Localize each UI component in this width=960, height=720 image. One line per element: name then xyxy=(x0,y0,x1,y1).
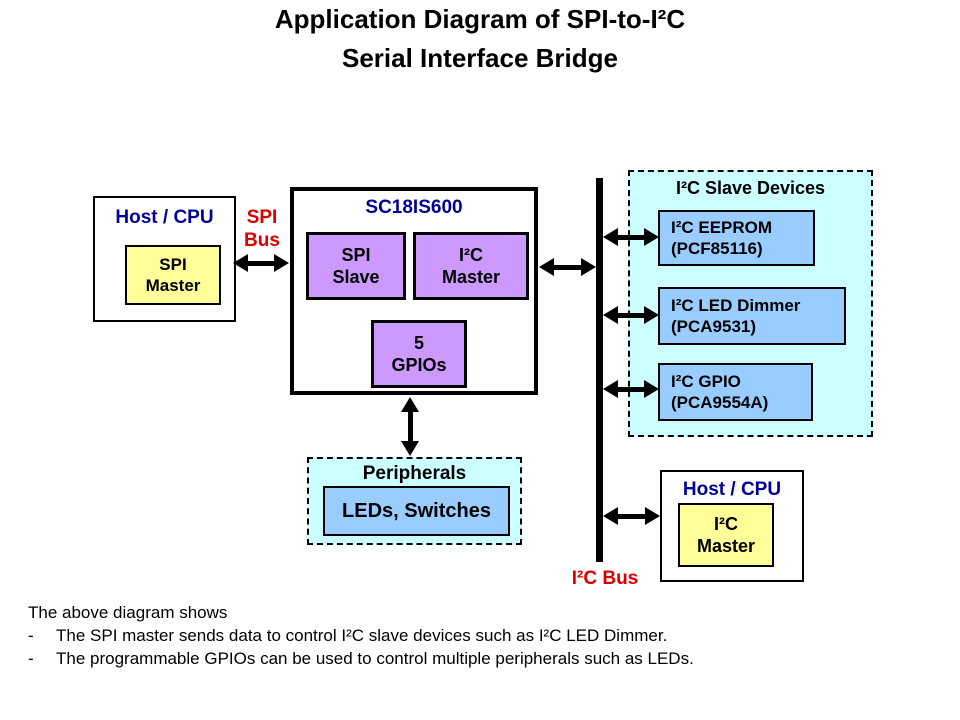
host-cpu-right-box: Host / CPU I²C Master xyxy=(660,470,804,582)
i2c-led-dimmer-box: I²C LED Dimmer (PCA9531) xyxy=(658,287,846,345)
i2cbus-to-leddimmer-arrow xyxy=(603,306,659,324)
i2c-eeprom-box: I²C EEPROM (PCF85116) xyxy=(658,210,815,266)
i2c-bus-label: I²C Bus xyxy=(571,568,639,589)
spi-bus-arrow xyxy=(233,254,289,272)
i2cbus-to-eeprom-arrow xyxy=(603,228,659,246)
diagram-title-line1: Application Diagram of SPI-to-I²C xyxy=(274,4,686,34)
i2c-gpio-box: I²C GPIO (PCA9554A) xyxy=(658,363,813,421)
host-cpu-right-title: Host / CPU xyxy=(682,479,782,500)
i2c-slave-devices-group: I²C Slave Devices I²C EEPROM (PCF85116) … xyxy=(628,170,873,437)
gpios-box: 5 GPIOs xyxy=(371,320,467,388)
i2cbus-to-gpio-arrow xyxy=(603,380,659,398)
leds-switches-box: LEDs, Switches xyxy=(323,486,510,536)
i2c-master-box: I²C Master xyxy=(413,232,529,300)
i2c-bus-line xyxy=(596,178,603,562)
note-bullet-1: - The SPI master sends data to control I… xyxy=(28,624,938,647)
note-bullet-2: - The programmable GPIOs can be used to … xyxy=(28,647,938,670)
bullet-marker: - xyxy=(28,626,34,645)
bullet-marker: - xyxy=(28,649,34,668)
note-bullet-1-text: The SPI master sends data to control I²C… xyxy=(56,626,668,645)
i2c-master-host-box: I²C Master xyxy=(678,503,774,567)
notes-intro: The above diagram shows xyxy=(28,603,228,622)
spi-slave-box: SPI Slave xyxy=(306,232,406,300)
spi-bus-label: SPI Bus xyxy=(244,207,280,251)
spi-master-box: SPI Master xyxy=(125,245,221,305)
i2c-slave-devices-title: I²C Slave Devices xyxy=(675,178,826,198)
notes-block: The above diagram shows - The SPI master… xyxy=(28,601,938,670)
diagram-title: Application Diagram of SPI-to-I²C Serial… xyxy=(0,0,960,78)
diagram-title-line2: Serial Interface Bridge xyxy=(342,43,618,73)
note-bullet-2-text: The programmable GPIOs can be used to co… xyxy=(56,649,694,668)
peripherals-title: Peripherals xyxy=(362,463,467,484)
host-cpu-left-box: Host / CPU SPI Master xyxy=(93,196,236,322)
peripherals-group: Peripherals LEDs, Switches xyxy=(307,457,522,545)
sc18-to-i2cbus-arrow xyxy=(539,258,596,276)
sc18is600-box: SC18IS600 SPI Slave I²C Master 5 GPIOs xyxy=(290,187,538,395)
host-cpu-left-title: Host / CPU xyxy=(115,207,214,228)
sc18is600-title: SC18IS600 xyxy=(365,197,463,218)
sc18-to-peripherals-arrow xyxy=(401,397,419,456)
i2cbus-to-host-arrow xyxy=(603,507,660,525)
